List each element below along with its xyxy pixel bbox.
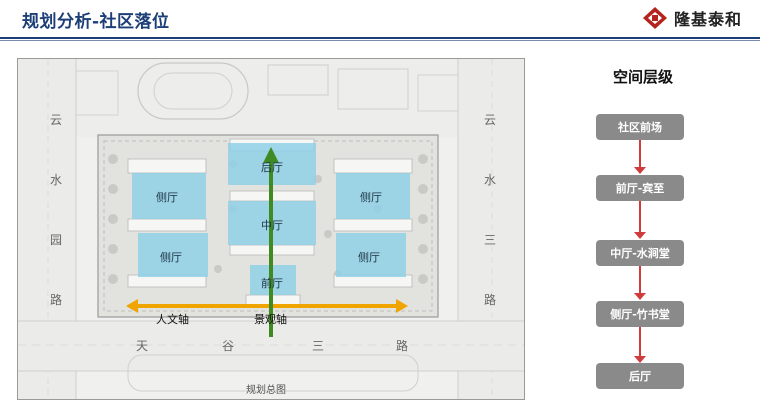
zone-ce-se	[336, 233, 406, 277]
brand-name: 隆基泰和	[673, 10, 742, 29]
page-header: 规划分析-社区落位 隆基泰和	[0, 0, 760, 38]
humanities-axis-right-arrow	[396, 299, 408, 313]
road-south-char-1: 天	[136, 339, 149, 353]
zone-ce-ne	[336, 173, 410, 219]
zone-label-hou: 后厅	[261, 161, 283, 174]
hierarchy-arrow-4	[634, 327, 646, 363]
site-plan: 云 水 园 路 云 水 三 路 天 谷 三 路 后厅 侧厅 侧厅 中厅 侧厅 侧…	[17, 58, 525, 400]
hierarchy-arrow-3	[634, 266, 646, 300]
zone-ce-sw	[138, 233, 208, 277]
zone-label-ce-nw: 侧厅	[156, 191, 178, 204]
hierarchy-arrow-1	[634, 140, 646, 174]
road-east-char-4: 路	[484, 293, 497, 307]
axis-label-landscape: 景观轴	[254, 313, 287, 326]
zones-layer	[126, 143, 410, 337]
brand-logo: 隆基泰和	[642, 6, 742, 30]
plan-caption: 规划总图	[246, 385, 286, 396]
page-title: 规划分析-社区落位	[22, 12, 170, 32]
road-south-char-3: 三	[312, 339, 325, 353]
hierarchy-level-4: 侧厅-竹书堂	[596, 301, 684, 327]
zone-label-zhong: 中厅	[261, 219, 283, 232]
road-south-char-2: 谷	[222, 339, 235, 353]
zone-label-ce-sw: 侧厅	[160, 251, 182, 264]
hierarchy-level-3: 中厅-水涧堂	[596, 240, 684, 266]
brand-logo-icon	[642, 7, 667, 29]
hierarchy-title: 空间层级	[612, 68, 673, 86]
hierarchy-level-5: 后厅	[596, 363, 684, 389]
landscape-axis-arrow	[263, 147, 279, 163]
road-east-char-2: 水	[484, 173, 497, 187]
humanities-axis-left-arrow	[126, 299, 138, 313]
zone-label-qian: 前厅	[261, 277, 283, 290]
hierarchy-level-1: 社区前场	[596, 114, 684, 140]
axis-label-humanities: 人文轴	[156, 313, 189, 326]
road-west-char-3: 园	[50, 233, 63, 247]
hierarchy-arrow-2	[634, 201, 646, 239]
hierarchy-level-2: 前厅-宾至	[596, 175, 684, 201]
road-east-char-1: 云	[484, 113, 497, 127]
header-rule-thin	[0, 40, 760, 41]
zone-label-ce-se: 侧厅	[358, 251, 380, 264]
site-plan-drawing	[18, 59, 524, 399]
road-west-char-1: 云	[50, 113, 63, 127]
road-west-char-2: 水	[50, 173, 63, 187]
road-south-char-4: 路	[396, 339, 409, 353]
zone-ce-nw	[132, 173, 206, 219]
zone-label-ce-ne: 侧厅	[360, 191, 382, 204]
road-west-char-4: 路	[50, 293, 63, 307]
header-rule	[0, 37, 760, 39]
road-east-char-3: 三	[484, 233, 497, 247]
